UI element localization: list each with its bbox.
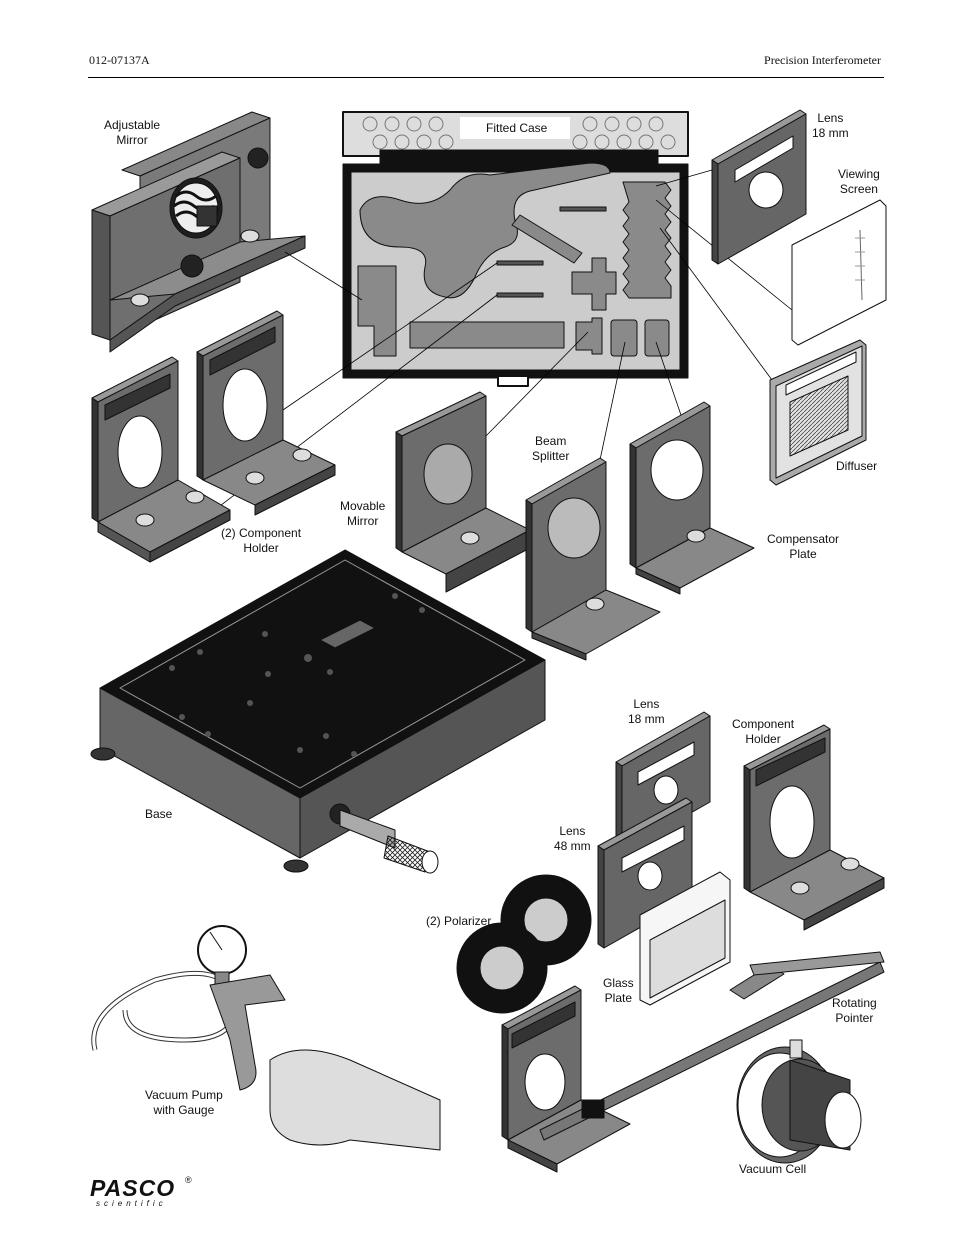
diffuser-drawing bbox=[769, 339, 867, 486]
label-polarizer-2: (2) Polarizer bbox=[426, 914, 492, 928]
viewing-screen-drawing bbox=[791, 199, 887, 346]
fitted-case-drawing bbox=[342, 111, 689, 387]
component-holders-drawing bbox=[91, 310, 336, 563]
vacuum-pump-drawing bbox=[91, 925, 441, 1151]
logo-subtitle: scientific bbox=[96, 1199, 167, 1208]
header-rule bbox=[88, 77, 884, 78]
rotating-pointer-drawing bbox=[501, 951, 885, 1173]
logo-registered-mark: ® bbox=[185, 1175, 192, 1185]
label-base: Base bbox=[145, 807, 173, 821]
logo-word: PASCO bbox=[90, 1175, 176, 1201]
vacuum-cell-drawing bbox=[736, 1039, 862, 1164]
lens-48mm-drawing bbox=[597, 797, 693, 949]
pasco-logo: PASCO ® scientific bbox=[90, 1175, 200, 1209]
compensator-plate-drawing bbox=[629, 401, 755, 595]
base-drawing bbox=[90, 549, 546, 874]
lens-18mm-top-drawing bbox=[711, 109, 807, 265]
polarizers-drawing bbox=[456, 874, 592, 1014]
component-holder-right-drawing bbox=[743, 724, 885, 931]
label-diffuser: Diffuser bbox=[836, 459, 878, 473]
document-number: 012-07137A bbox=[89, 53, 150, 67]
movable-mirror-drawing bbox=[395, 391, 531, 593]
glass-plate-drawing bbox=[639, 871, 731, 1006]
lens-18mm-bottom-drawing bbox=[615, 711, 711, 853]
label-fitted-case: Fitted Case bbox=[486, 121, 548, 135]
document-title: Precision Interferometer bbox=[764, 53, 881, 67]
adjustable-mirror-drawing bbox=[91, 111, 306, 353]
beam-splitter-drawing bbox=[525, 457, 661, 661]
label-vacuum-cell: Vacuum Cell bbox=[739, 1162, 807, 1176]
